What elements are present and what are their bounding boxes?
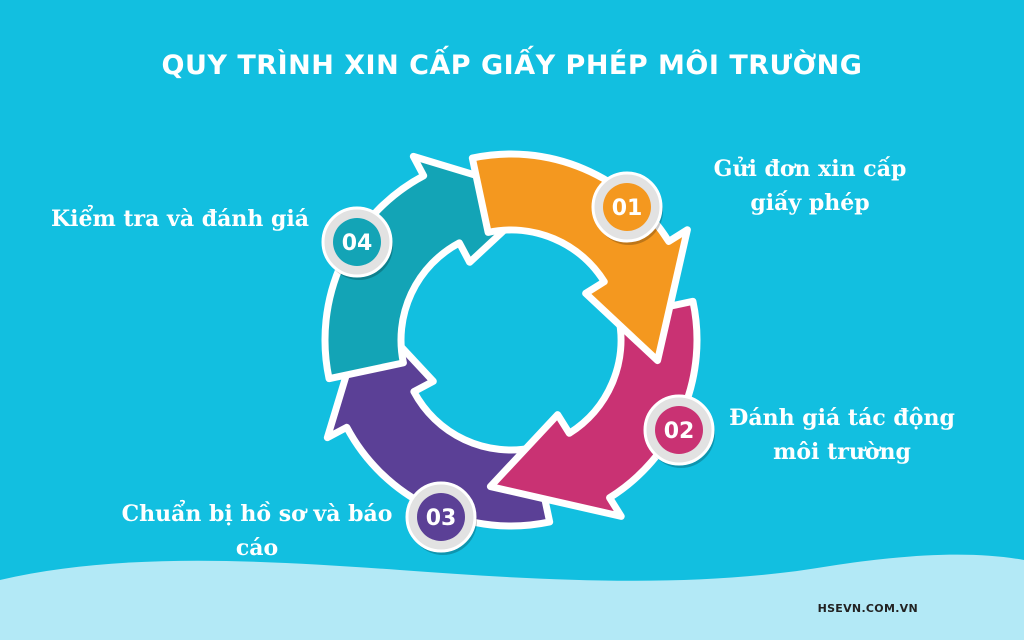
step-badge-02: 02 <box>643 394 715 468</box>
step-badge-04: 04 <box>321 206 393 280</box>
step-label-02: Đánh giá tác động môi trường <box>729 405 955 465</box>
site-footer: HSEVN.COM.VN <box>817 602 918 615</box>
step-badge-01: 01 <box>591 171 663 245</box>
step-label-01: Gửi đơn xin cấp giấy phép <box>713 156 907 216</box>
step-label-04: Kiểm tra và đánh giá <box>50 206 310 232</box>
step-number-04: 04 <box>342 231 373 256</box>
step-number-03: 03 <box>426 506 457 531</box>
step-badges: 01 02 03 04 <box>321 171 715 555</box>
step-number-01: 01 <box>612 196 643 221</box>
page-title: QUY TRÌNH XIN CẤP GIẤY PHÉP MÔI TRƯỜNG <box>161 50 863 81</box>
badge-core <box>417 493 465 541</box>
badge-core <box>333 218 381 266</box>
step-badge-03: 03 <box>405 481 477 555</box>
badge-core <box>603 183 651 231</box>
wave-shape <box>0 554 1024 640</box>
badge-core <box>655 406 703 454</box>
step-label-03: Chuẩn bị hồ sơ và báo cáo <box>121 501 393 561</box>
step-number-02: 02 <box>664 419 695 444</box>
arrow-segment-02 <box>486 297 701 520</box>
